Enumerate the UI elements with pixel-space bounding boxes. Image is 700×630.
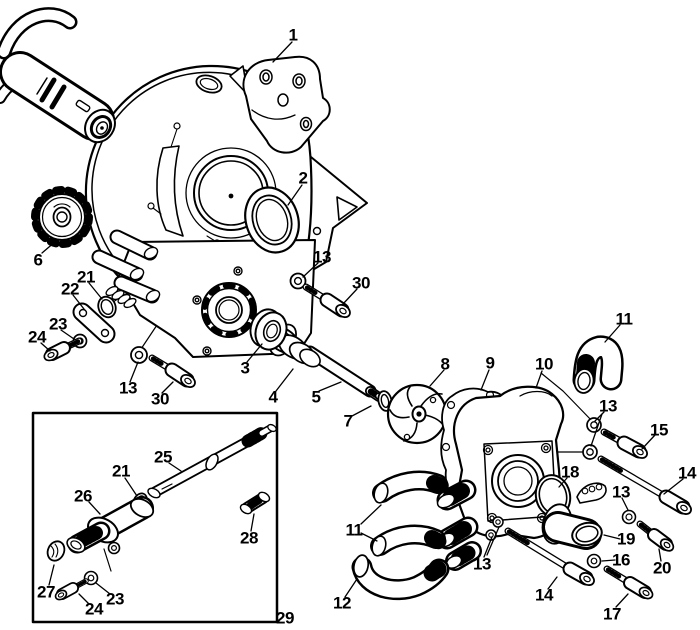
- leader-lines: [40, 41, 684, 608]
- elbow-art: [572, 335, 624, 394]
- cover-bosses: [91, 229, 161, 304]
- impeller-art: [386, 383, 448, 445]
- spring-art: [105, 285, 137, 309]
- inset-box: [31, 411, 279, 624]
- camshaft-art: [0, 7, 116, 144]
- thermostat-cluster: [504, 474, 675, 600]
- timing-cover-art: [84, 64, 316, 358]
- seal-ring-art: [244, 186, 300, 254]
- hoses-art: [351, 470, 450, 601]
- left-fastener-cluster: [43, 295, 196, 389]
- bracket-art: [229, 55, 331, 154]
- gear-art: [31, 186, 93, 248]
- right-fastener-cluster: [582, 417, 692, 515]
